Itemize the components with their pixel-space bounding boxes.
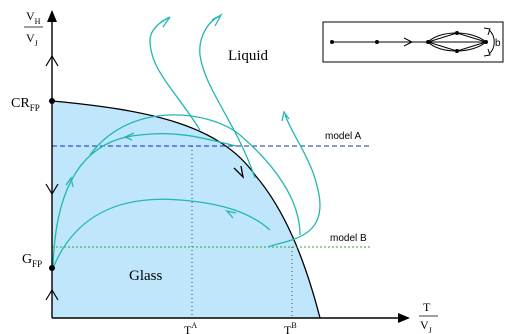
critical-fixed-point-marker [49,98,55,104]
flow-arrow [160,16,171,28]
x-label-numerator: T [423,300,431,314]
axis-flow-arrow-down [45,183,59,196]
flow-arrow [225,209,237,219]
inset-node [426,40,430,44]
inset-diagram: b [322,21,504,63]
flow-line-upper-left [149,17,201,131]
y-axis-flow-arrows [45,54,59,301]
flow-arrow [211,13,223,27]
boundary-arrow [233,165,245,179]
inset-arrow [403,37,414,47]
inset-node [484,40,488,44]
flow-line-cross-b [267,114,321,248]
flow-line-inner-lower [52,198,271,269]
inset-node [455,49,459,53]
tick-label-model-a: TA [184,321,197,334]
flow-arrow [65,176,74,188]
flow-line-inner-upper [52,132,237,269]
inset-curved-arrow [488,29,495,55]
inset-label: b [495,38,501,49]
flow-arrow [281,110,290,122]
flow-line-upper-right [199,15,256,179]
y-axis-label: VH VJ [24,9,43,48]
inset-node [455,31,459,35]
phase-boundary [51,100,321,319]
glass-region-label: Glass [129,268,162,284]
axis-flow-arrow-up [45,288,59,301]
critical-fixed-point-label: CRFP [11,96,40,113]
y-axis-arrowhead [47,10,57,22]
flow-line-cross-a [89,114,301,236]
y-label-denominator: VJ [26,31,38,48]
flow-arrows [65,13,290,219]
glass-fixed-point-marker [49,265,55,271]
inset-node [375,40,379,44]
glass-region [52,101,320,318]
model-a-label: model A [325,131,361,142]
x-label-denominator: VJ [420,318,432,334]
x-axis-arrowhead [398,313,410,323]
liquid-region-label: Liquid [228,48,268,64]
model-b-label: model B [330,233,367,244]
glass-fixed-point-label: GFP [22,252,42,269]
inset-node [330,40,334,44]
x-axis-label: T VJ [419,300,438,334]
y-label-numerator: VH [26,9,41,26]
tick-label-model-b: TB [284,321,297,334]
flow-lines [52,15,321,269]
axis-flow-arrow-up [45,54,59,67]
flow-arrow [123,132,135,141]
